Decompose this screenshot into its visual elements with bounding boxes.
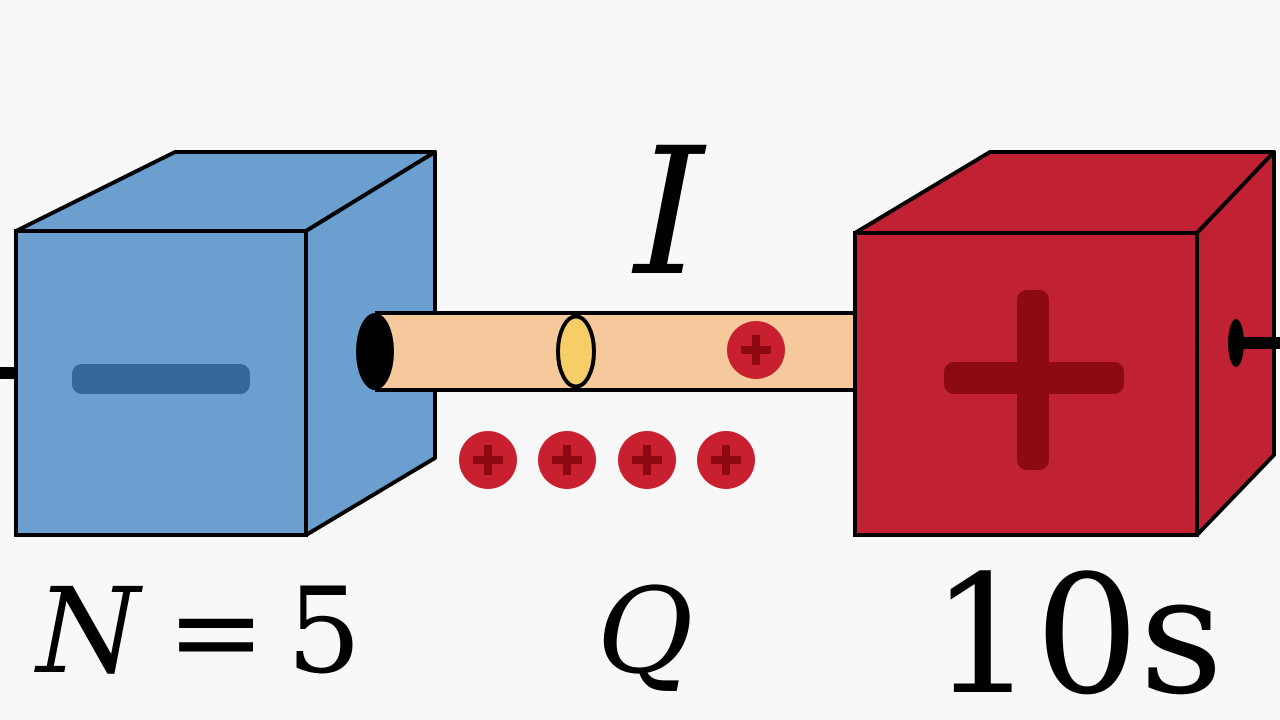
- plus-charge-icon: [697, 431, 755, 489]
- minus-sign-icon: [72, 364, 250, 394]
- charge-symbol: Q: [597, 562, 694, 700]
- plus-charge-icon: [538, 431, 596, 489]
- current-symbol: I: [631, 110, 707, 315]
- negative-terminal-cube: [14, 150, 437, 537]
- charge-in-wire: [727, 321, 785, 379]
- positive-cube-front: [853, 231, 1199, 537]
- plus-charge-icon: [618, 431, 676, 489]
- wire-end-opening: [356, 313, 394, 390]
- count-variable: N: [33, 562, 143, 700]
- charges-row: [459, 431, 755, 489]
- plus-sign-icon-v: [1017, 290, 1049, 470]
- time-label: 10s: [931, 540, 1224, 720]
- wire: [356, 311, 855, 392]
- count-equals: =: [167, 562, 266, 700]
- plus-charge-icon: [459, 431, 517, 489]
- wire-cross-section: [556, 314, 596, 389]
- negative-cube-front: [14, 229, 308, 537]
- positive-terminal-cube: [853, 150, 1276, 537]
- count-value: 5: [286, 562, 361, 700]
